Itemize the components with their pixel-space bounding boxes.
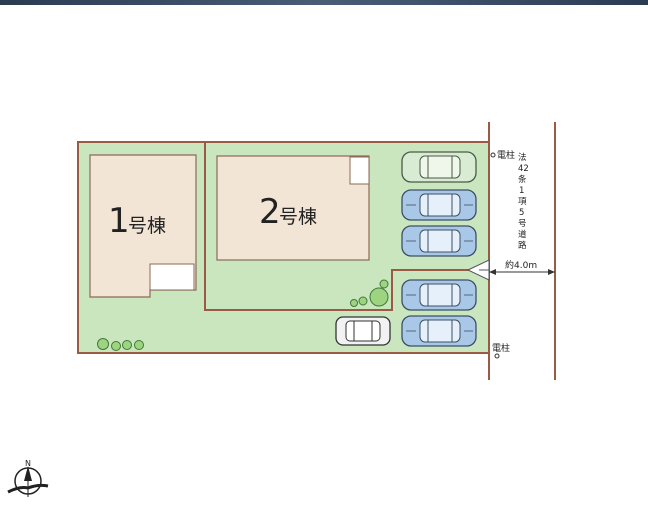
pole-label-top: 電柱: [497, 149, 515, 161]
lot-division-line: [204, 142, 489, 311]
compass-letter: N: [25, 459, 31, 468]
car-icon: [401, 315, 477, 347]
car-icon: [401, 225, 477, 257]
building-2-porch: [349, 156, 370, 185]
building-1-number: 1: [108, 201, 130, 241]
svg-text:号: 号: [518, 219, 527, 229]
shrub-icon: [97, 338, 144, 351]
svg-text:条: 条: [518, 174, 527, 185]
building-2: [216, 155, 370, 261]
svg-text:道: 道: [518, 229, 527, 240]
svg-text:項: 項: [518, 197, 527, 207]
car-icon: [401, 151, 477, 183]
road-width-label: 約4.0m: [505, 259, 537, 271]
shrub-icon: [350, 279, 389, 307]
compass-icon: N: [7, 459, 49, 497]
building-1-porch: [149, 263, 195, 291]
building-1-suffix: 号棟: [128, 215, 166, 237]
pole-label-bottom: 電柱: [492, 342, 510, 354]
building-2-suffix: 号棟: [279, 206, 317, 228]
svg-text:42: 42: [518, 164, 529, 174]
svg-text:1: 1: [519, 186, 524, 196]
svg-text:路: 路: [518, 240, 527, 251]
road-label: 法 42 条 1 項 5 号 道 路: [518, 152, 529, 251]
car-icon: [335, 316, 391, 346]
svg-text:法: 法: [518, 152, 527, 163]
car-icon: [401, 279, 477, 311]
top-band: [0, 0, 648, 5]
pole-icon: [494, 353, 500, 359]
pole-icon: [490, 152, 496, 158]
car-icon: [401, 189, 477, 221]
building-2-number: 2: [259, 192, 281, 232]
svg-text:5: 5: [519, 208, 524, 218]
